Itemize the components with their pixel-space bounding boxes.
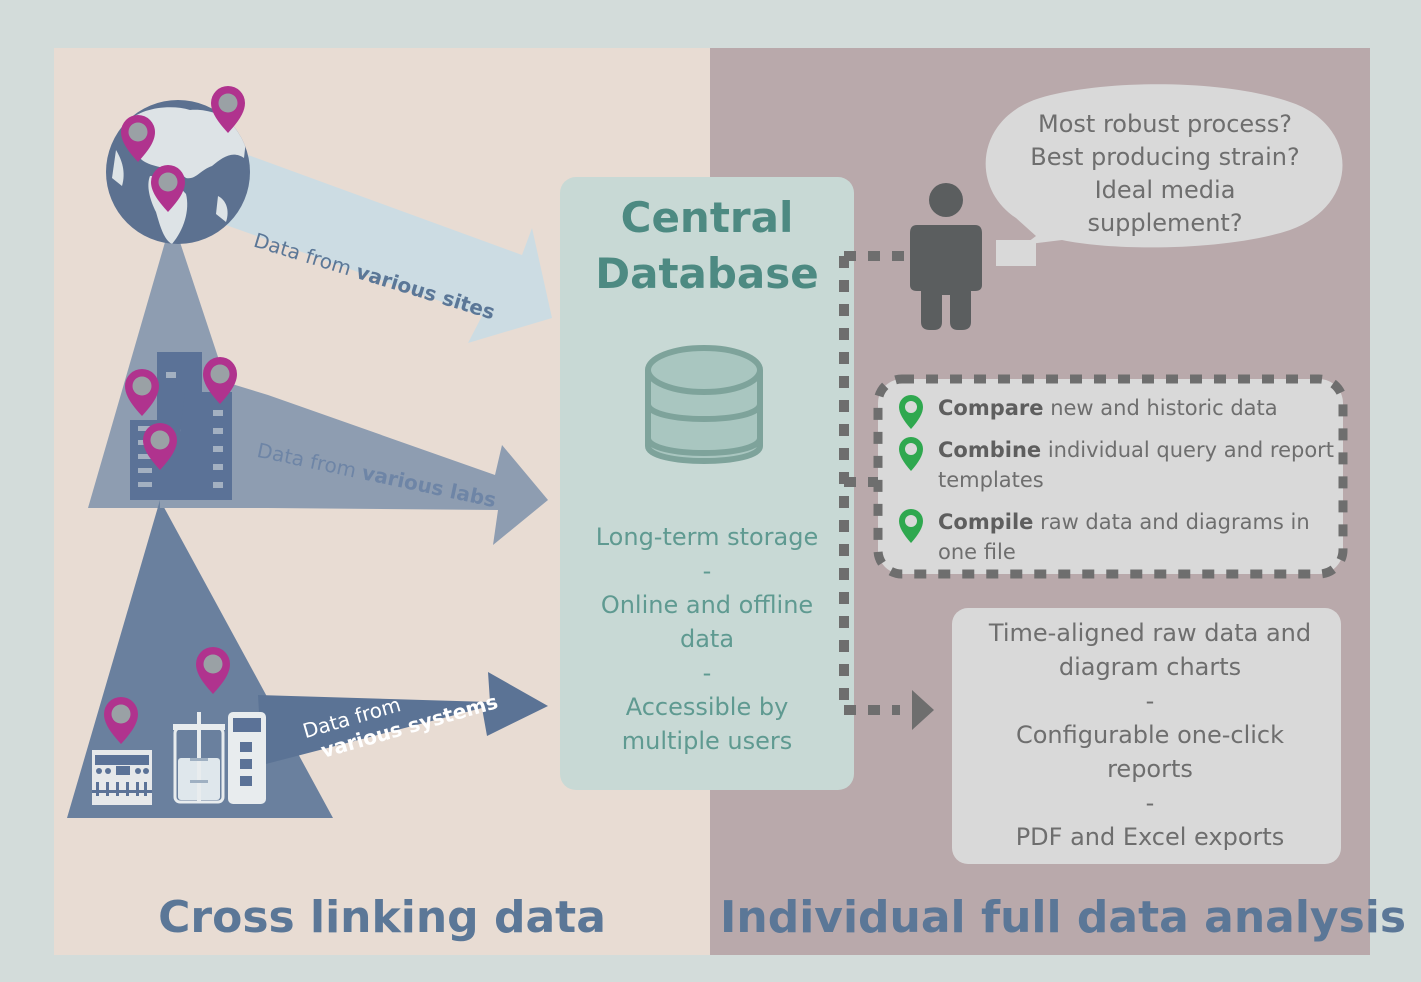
arrowhead-icon bbox=[912, 690, 934, 730]
outputs-list: Time-aligned raw data and diagram charts… bbox=[955, 616, 1345, 854]
output-line: diagram charts bbox=[1058, 653, 1242, 681]
database-features: Long-term storage - Online and offline d… bbox=[570, 520, 844, 758]
analysis-feature-keyword: Compare bbox=[938, 396, 1044, 420]
left-panel-title: Cross linking data bbox=[158, 892, 606, 943]
output-line: - bbox=[1145, 687, 1155, 715]
green-pin-icon bbox=[899, 437, 923, 471]
question-line: supplement? bbox=[1087, 209, 1243, 237]
database-feature-line: Online and offline bbox=[600, 591, 814, 619]
database-feature-line: - bbox=[702, 659, 712, 687]
green-pin-icon bbox=[899, 395, 923, 429]
analysis-feature-text: new and historic data bbox=[1043, 396, 1278, 420]
analysis-feature-keyword: Combine bbox=[938, 438, 1042, 462]
dashed-connector bbox=[839, 251, 912, 715]
database-title: Central Database bbox=[560, 190, 854, 302]
database-feature-line: - bbox=[702, 557, 712, 585]
analysis-feature-item: Compile raw data and diagrams in one fil… bbox=[898, 507, 1338, 567]
question-line: Most robust process? bbox=[1038, 110, 1292, 138]
database-icon bbox=[645, 345, 763, 464]
lab-devices-icon bbox=[92, 712, 266, 805]
question-line: Best producing strain? bbox=[1030, 143, 1300, 171]
right-panel-title: Individual full data analysis bbox=[720, 892, 1407, 943]
analysis-feature-keyword: Compile bbox=[938, 510, 1034, 534]
database-feature-line: data bbox=[679, 625, 735, 653]
systems-arrow bbox=[258, 672, 548, 765]
output-line: reports bbox=[1107, 755, 1193, 783]
analysis-feature-item: Compare new and historic data bbox=[898, 393, 1338, 429]
question-line: Ideal media bbox=[1094, 176, 1236, 204]
output-line: Time-aligned raw data and bbox=[988, 619, 1312, 647]
database-feature-line: Long-term storage bbox=[595, 523, 819, 551]
database-feature-line: multiple users bbox=[621, 727, 793, 755]
output-line: - bbox=[1145, 789, 1155, 817]
database-feature-line: Accessible by bbox=[625, 693, 789, 721]
person-icon bbox=[910, 183, 982, 330]
database-title-line2: Database bbox=[595, 249, 819, 298]
analysis-feature-item: Combine individual query and report temp… bbox=[898, 435, 1338, 495]
database-box bbox=[560, 177, 854, 790]
database-title-line1: Central bbox=[620, 193, 794, 242]
analysis-feature-text: individual query and report templates bbox=[938, 438, 1335, 492]
green-pin-icon bbox=[899, 509, 923, 543]
analysis-feature-box bbox=[873, 374, 1348, 579]
speech-bubble bbox=[985, 84, 1343, 266]
sites-arrow bbox=[178, 132, 552, 343]
output-line: Configurable one-click bbox=[1015, 721, 1285, 749]
analysis-feature-text: raw data and diagrams in one file bbox=[938, 510, 1310, 564]
labs-arrow bbox=[160, 362, 548, 545]
question-list: Most robust process? Best producing stra… bbox=[1000, 108, 1330, 240]
analysis-feature-list: Compare new and historic data Combine in… bbox=[898, 393, 1338, 579]
outputs-box bbox=[952, 608, 1341, 864]
output-line: PDF and Excel exports bbox=[1015, 823, 1285, 851]
